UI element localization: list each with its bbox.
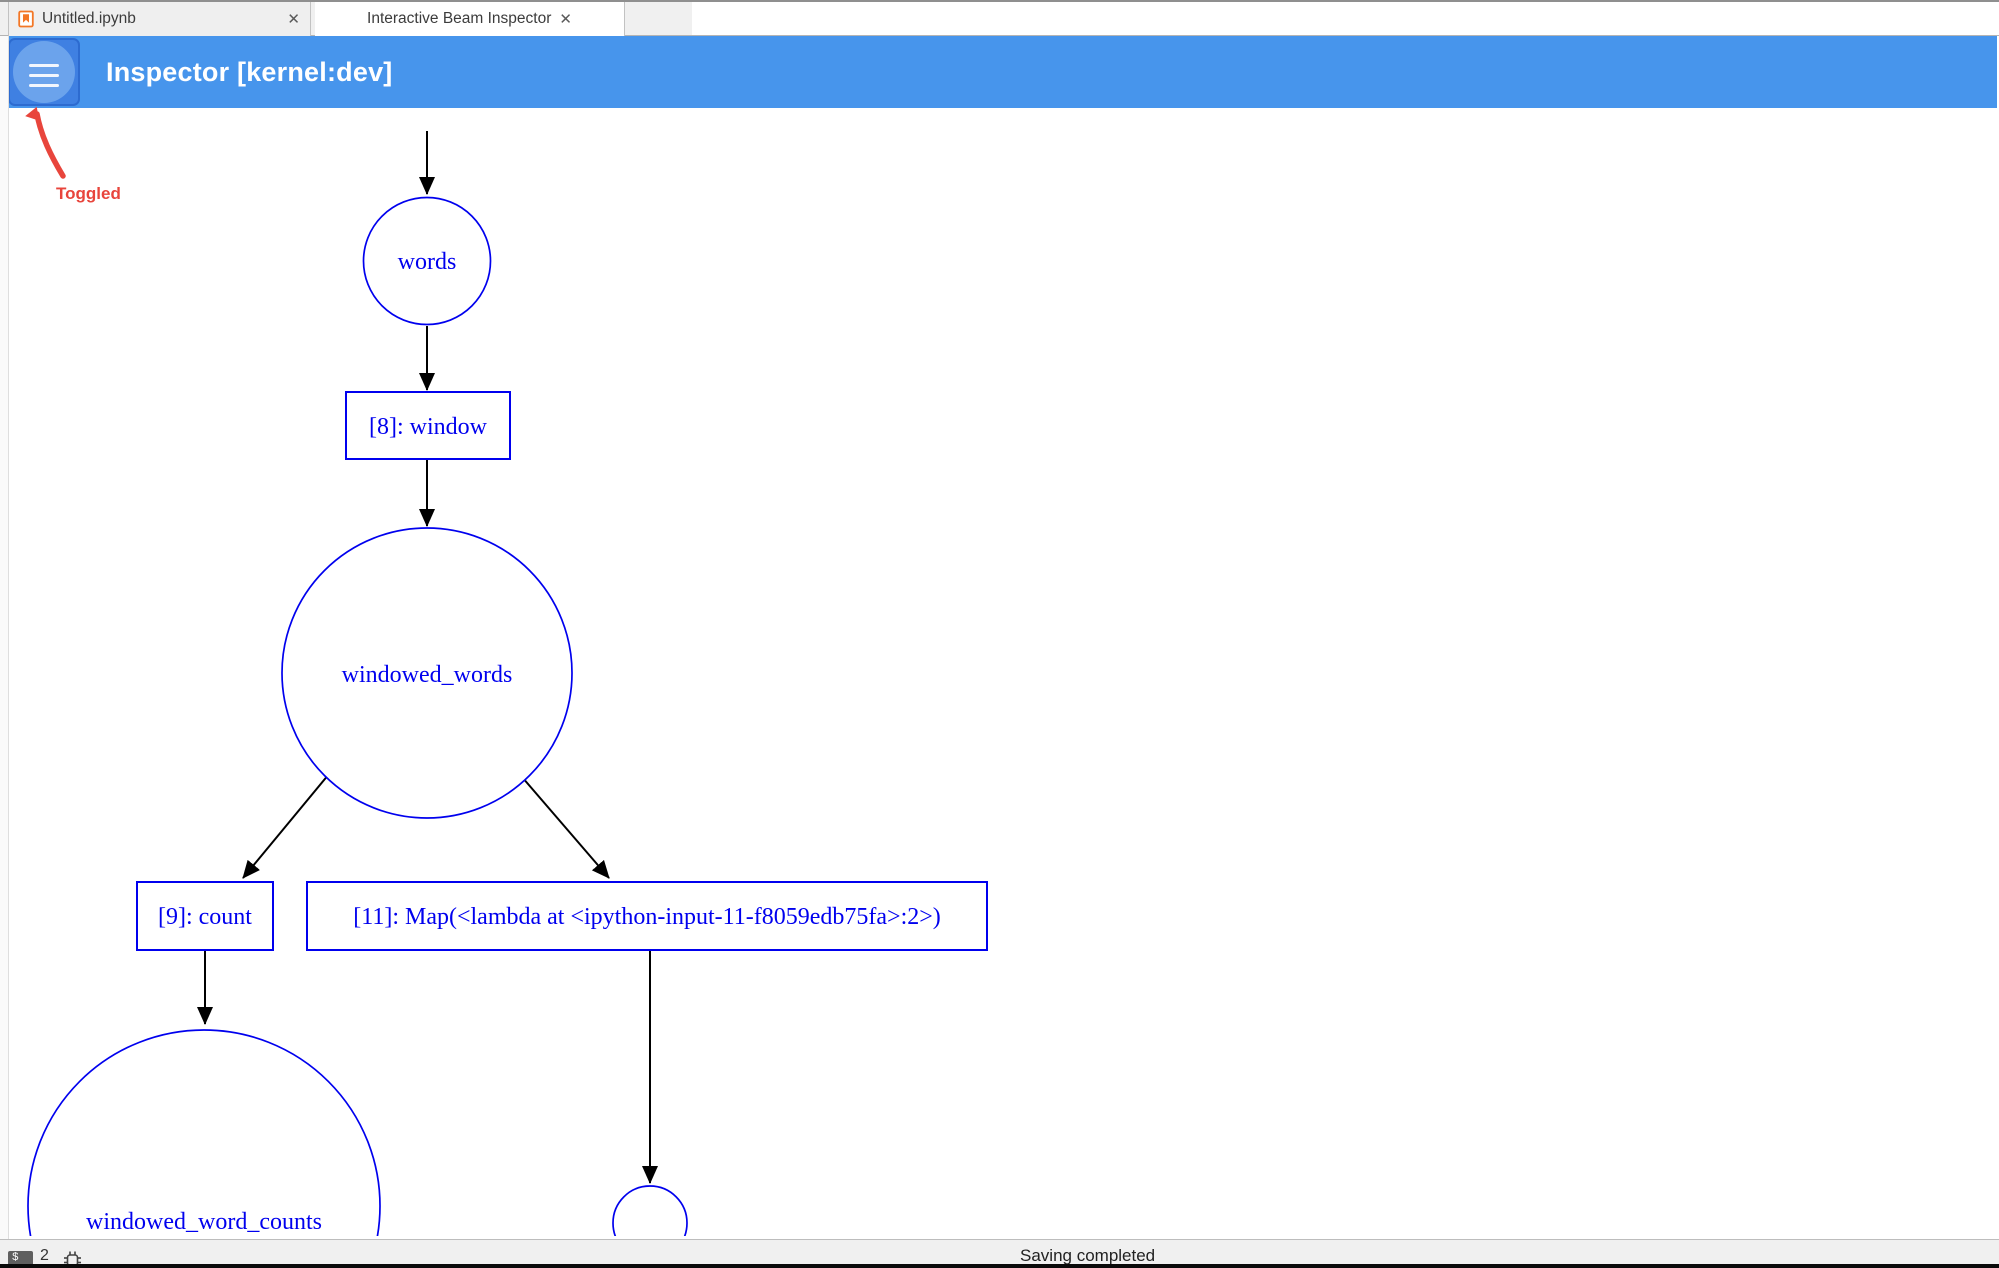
inspector-title: Inspector [kernel:dev] xyxy=(106,57,393,87)
node-count-label: [9]: count xyxy=(158,904,252,930)
status-bar: $ 2 Saving completed xyxy=(0,1239,1999,1268)
node-windowed-word-counts[interactable] xyxy=(27,1029,381,1236)
node-unnamed-output[interactable] xyxy=(612,1185,688,1236)
tab-untitled-notebook[interactable]: Untitled.ipynb ✕ xyxy=(8,2,311,36)
tab-label: Interactive Beam Inspector xyxy=(367,10,552,27)
node-windowed-words-label: windowed_words xyxy=(342,662,513,688)
node-windowed-words[interactable] xyxy=(281,527,573,819)
menu-toggle-button[interactable] xyxy=(8,38,80,106)
annotation-arrow xyxy=(25,106,66,179)
screen-bottom-edge xyxy=(0,1264,1999,1268)
node-windowed-word-counts-label: windowed_word_counts xyxy=(86,1209,322,1235)
pipeline-graph: words [8]: window windowed_words [9]: co… xyxy=(27,131,988,1236)
inspector-header: Inspector [kernel:dev] xyxy=(8,36,1997,108)
close-icon[interactable]: ✕ xyxy=(287,11,300,28)
annotation-label: Toggled xyxy=(56,184,121,203)
status-message: Saving completed xyxy=(1020,1246,1156,1265)
tab-interactive-beam-inspector[interactable]: Interactive Beam Inspector ✕ xyxy=(315,2,625,36)
window-top-border xyxy=(0,0,1999,2)
node-map-transform[interactable] xyxy=(306,881,988,951)
node-count-transform[interactable] xyxy=(136,881,274,951)
button-ripple xyxy=(13,41,75,103)
notebook-icon xyxy=(18,10,34,28)
kernel-count[interactable]: 2 xyxy=(40,1247,49,1264)
node-words[interactable] xyxy=(362,196,492,326)
node-window-transform[interactable] xyxy=(345,391,511,460)
hamburger-icon xyxy=(29,64,59,93)
left-panel-edge xyxy=(0,36,9,1239)
node-window-label: [8]: window xyxy=(369,414,488,440)
node-map-label: [11]: Map(<lambda at <ipython-input-11-f… xyxy=(353,904,941,930)
tab-label: Untitled.ipynb xyxy=(42,10,136,27)
node-words-label: words xyxy=(398,249,457,275)
tab-bar-divider xyxy=(0,35,1999,36)
edge-windowedwords-map xyxy=(521,776,610,879)
dock-tab-bar: Untitled.ipynb ✕ Interactive Beam Inspec… xyxy=(0,0,1999,36)
terminal-icon[interactable]: $ xyxy=(8,1251,33,1268)
edge-windowedwords-count xyxy=(242,773,330,879)
close-icon[interactable]: ✕ xyxy=(559,11,572,28)
